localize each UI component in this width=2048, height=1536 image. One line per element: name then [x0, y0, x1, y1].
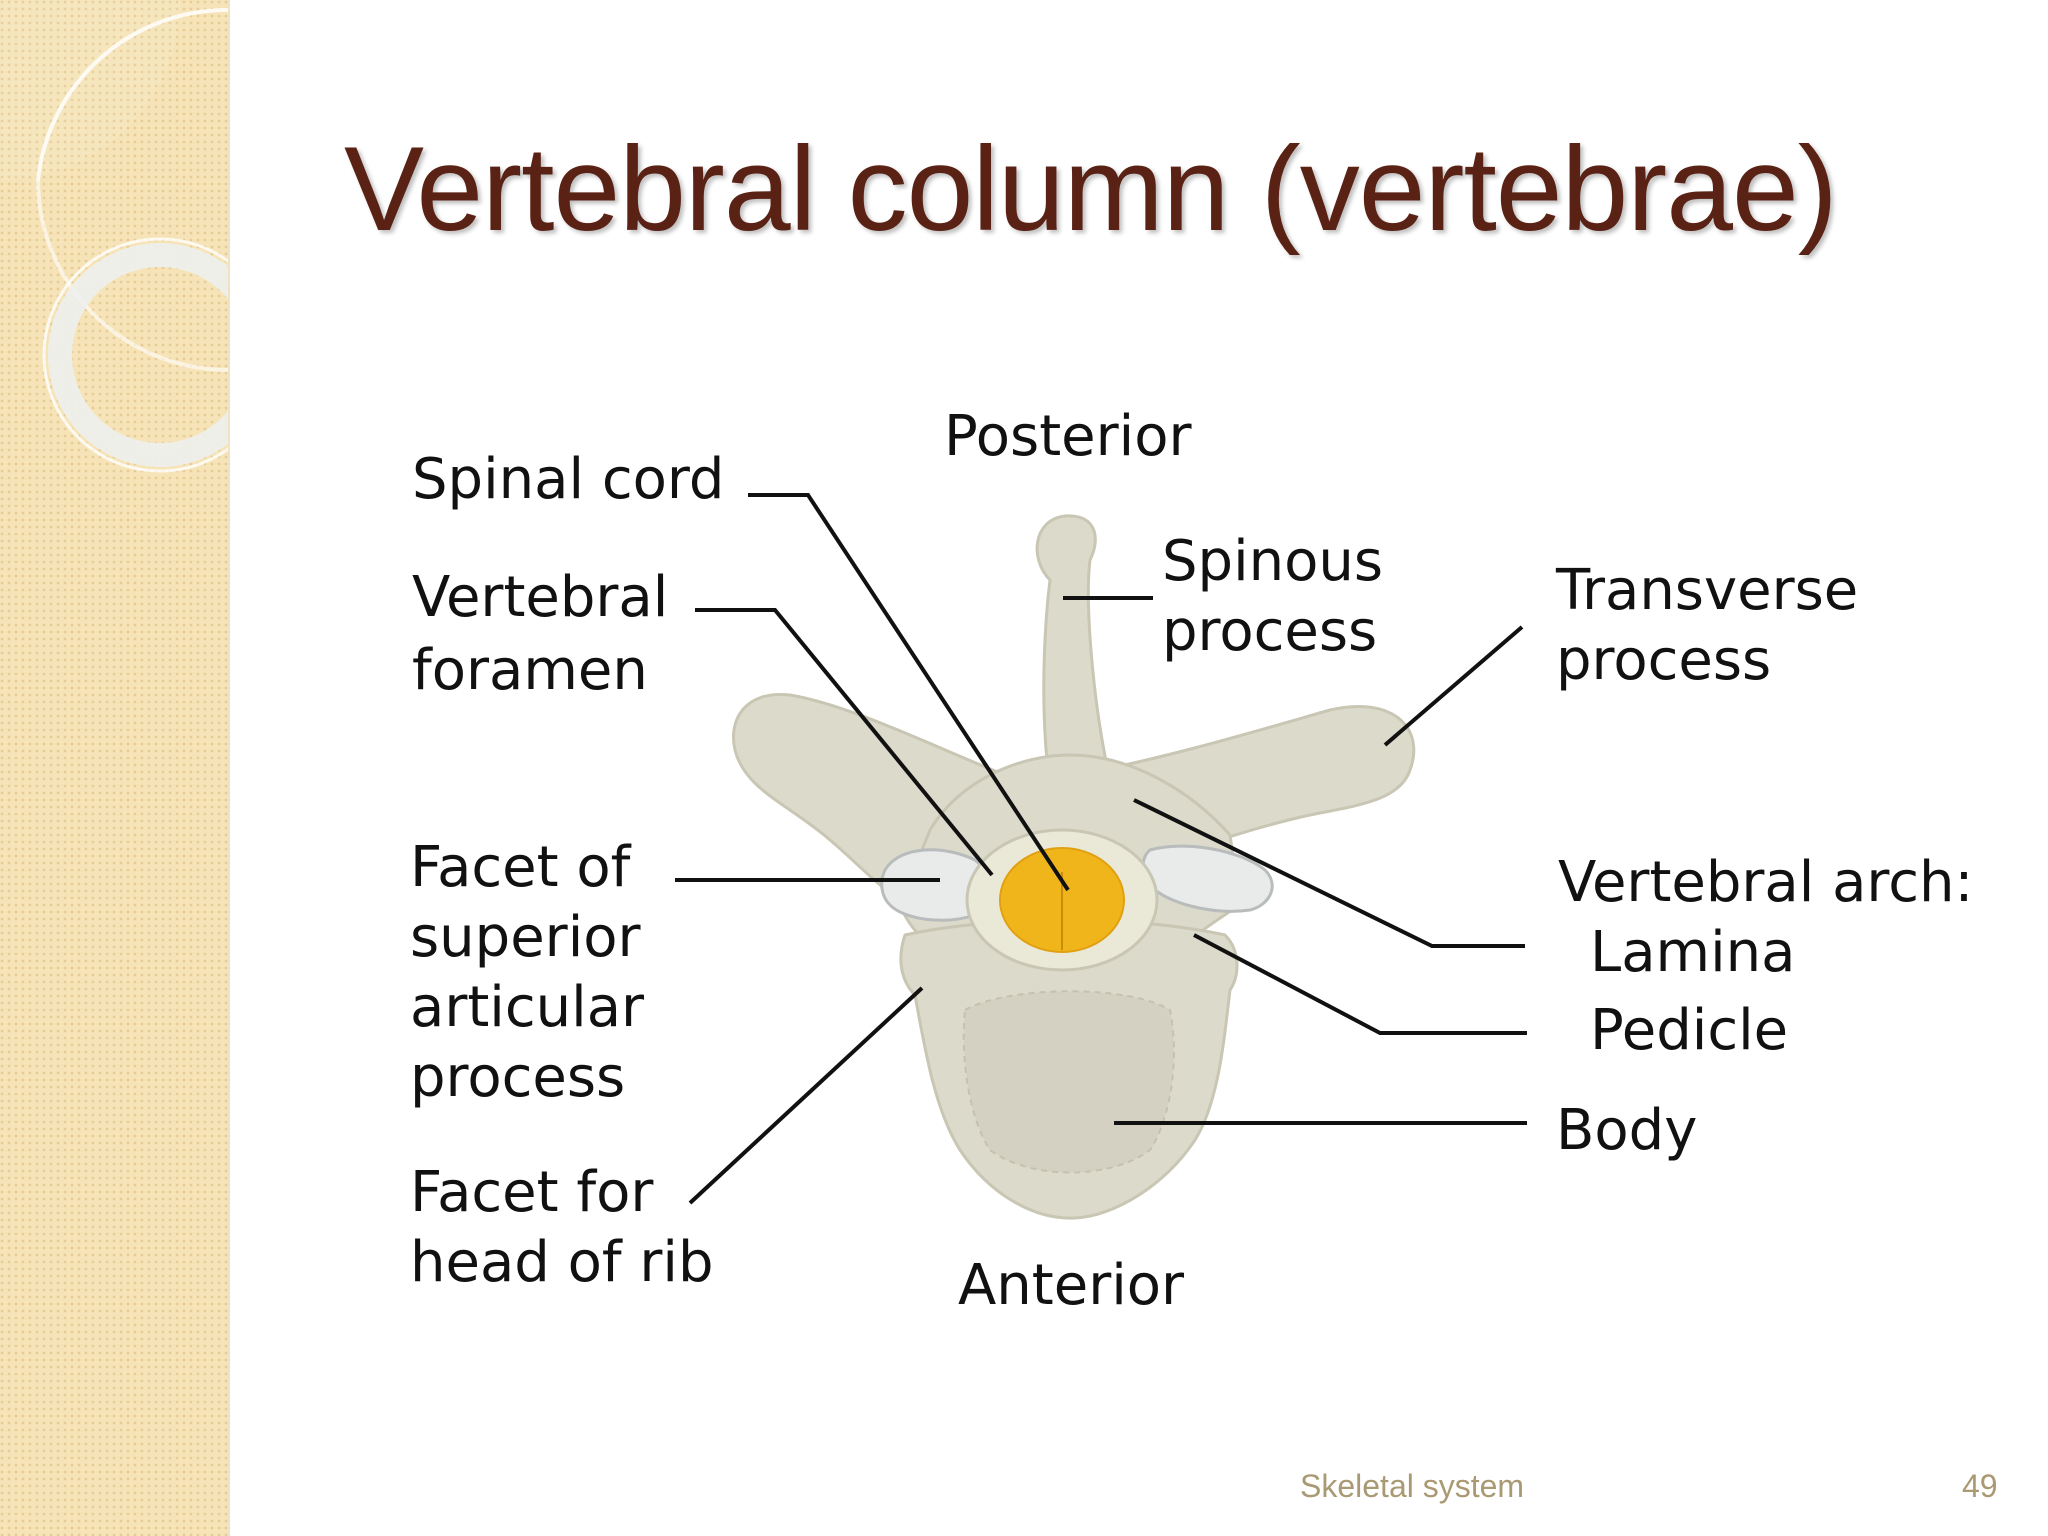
orientation-posterior-label: Posterior: [944, 404, 1192, 469]
label-facet-rib-line2: head of rib: [410, 1230, 714, 1295]
label-facet-superior-line3: articular: [410, 975, 645, 1040]
label-vertebral-foramen-line2: foramen: [412, 638, 648, 703]
label-facet-rib-line1: Facet for: [410, 1160, 654, 1225]
decorative-rings: [0, 0, 228, 473]
label-body: Body: [1556, 1098, 1698, 1163]
leader-lines: [675, 493, 1527, 1205]
spinous-process: [1035, 514, 1112, 782]
label-transverse-line2: process: [1556, 628, 1772, 693]
label-spinal-cord: Spinal cord: [412, 447, 725, 512]
footer-title: Skeletal system: [1300, 1468, 1525, 1504]
label-vertebral-arch: Vertebral arch:: [1558, 850, 1974, 915]
orientation-anterior-label: Anterior: [958, 1253, 1185, 1318]
label-spinous-line1: Spinous: [1162, 529, 1384, 594]
label-facet-superior-line1: Facet of: [410, 835, 631, 900]
label-facet-superior-line2: superior: [410, 905, 641, 970]
label-facet-superior-line4: process: [410, 1045, 626, 1110]
label-pedicle: Pedicle: [1590, 998, 1789, 1063]
label-vertebral-foramen-line1: Vertebral: [412, 565, 669, 630]
label-spinous-line2: process: [1162, 599, 1378, 664]
page-number: 49: [1962, 1468, 1998, 1504]
label-lamina: Lamina: [1590, 920, 1796, 985]
slide-title: Vertebral column (vertebrae): [344, 122, 1838, 256]
label-transverse-line1: Transverse: [1556, 558, 1859, 623]
